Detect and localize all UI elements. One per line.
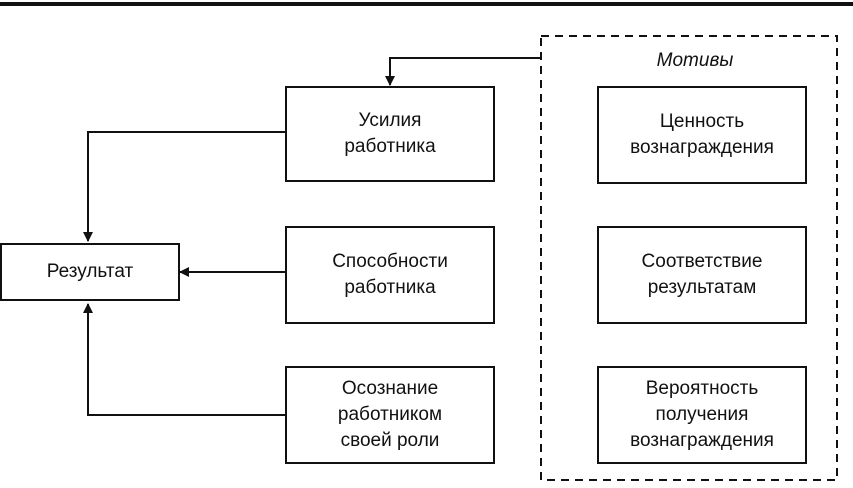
motives-group-title: Мотивы [656,50,734,71]
motives-frame [540,35,838,481]
result-node: Результат [0,243,180,301]
arrow-effort-to-result [83,131,285,242]
role-node: Осознание работником своей роли [285,366,495,464]
ability-node: Способности работника [285,226,495,324]
arrow-role-to-result [83,303,285,416]
arrow-motives-to-effort [385,57,541,86]
reward-value-node: Ценность вознаграждения [597,86,807,184]
results-match-node: Соответствие результатам [597,226,807,324]
effort-node: Усилия работника [285,86,495,182]
reward-probability-node: Вероятность получения вознаграждения [597,366,807,464]
